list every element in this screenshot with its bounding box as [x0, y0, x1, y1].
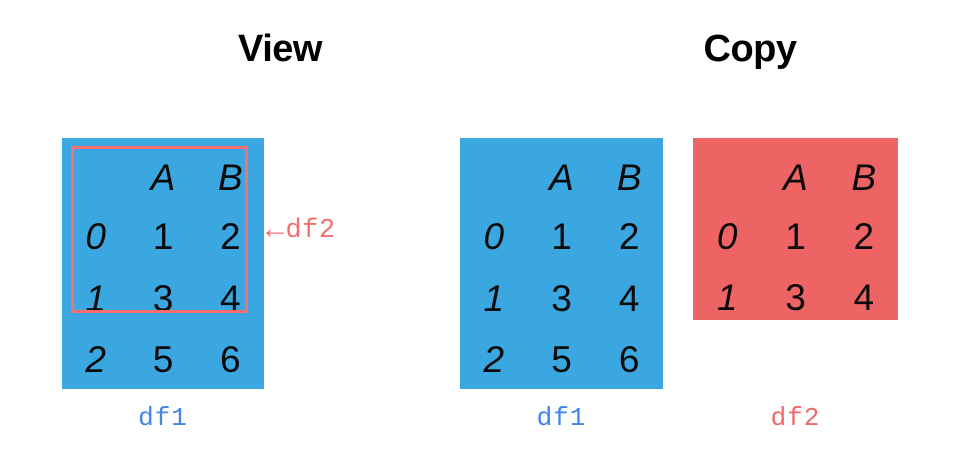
corner-cell: [62, 150, 129, 205]
table-cell: 6: [220, 338, 241, 380]
table-cell: 2: [618, 215, 640, 257]
row-index: 1: [85, 277, 106, 319]
column-header-a: A: [150, 157, 176, 198]
row-index: 1: [483, 277, 505, 319]
table-cell: 4: [220, 277, 241, 319]
dataframe-view-df1: A B 0 1 2 1 3 4 2 5 6 df1: [62, 138, 264, 433]
dataframe-copy-df1: A B 0 1 2 1 3 4 2 5 6 df1: [460, 138, 663, 433]
view-annotation-label: df2: [285, 216, 336, 246]
dataframe-label-df1: df1: [536, 403, 587, 433]
table-cell: 4: [853, 276, 875, 318]
view-annotation: ← df2: [266, 216, 336, 246]
left-arrow-icon: ←: [266, 214, 285, 248]
dataframe-box-copy-df1: A B 0 1 2 1 3 4 2 5 6: [460, 138, 663, 389]
table-cell: 5: [551, 338, 572, 380]
column-header-b: B: [616, 157, 642, 198]
table-cell: 1: [785, 215, 806, 257]
row-index: 0: [483, 215, 505, 257]
section-title-view: View: [238, 28, 322, 70]
table-cell: 3: [551, 277, 572, 319]
table-cell: 4: [618, 277, 640, 319]
table-cell: 2: [220, 215, 241, 257]
dataframe-box-copy-df2: A B 0 1 2 1 3 4: [693, 138, 898, 320]
table-cell: 5: [152, 338, 174, 380]
table-cell: 1: [551, 215, 572, 257]
section-title-copy: Copy: [703, 28, 798, 70]
column-header-a: A: [783, 157, 808, 198]
column-header-b: B: [217, 157, 243, 198]
dataframe-label-df2: df2: [770, 403, 821, 433]
table-cell: 3: [152, 277, 174, 319]
row-index: 1: [716, 276, 738, 318]
column-header-b: B: [851, 157, 877, 198]
dataframe-label-df1: df1: [138, 403, 188, 433]
table-cell: 6: [618, 338, 640, 380]
row-index: 0: [85, 215, 106, 257]
row-index: 2: [85, 338, 106, 380]
corner-cell: [460, 150, 528, 205]
dataframe-copy-df2: A B 0 1 2 1 3 4 df2: [693, 138, 898, 433]
dataframe-box-view-df1: A B 0 1 2 1 3 4 2 5 6: [62, 138, 264, 389]
row-index: 0: [716, 215, 738, 257]
corner-cell: [693, 150, 761, 205]
table-cell: 1: [152, 215, 174, 257]
table-cell: 2: [853, 215, 875, 257]
table-cell: 3: [785, 276, 806, 318]
row-index: 2: [483, 338, 505, 380]
column-header-a: A: [549, 157, 574, 198]
